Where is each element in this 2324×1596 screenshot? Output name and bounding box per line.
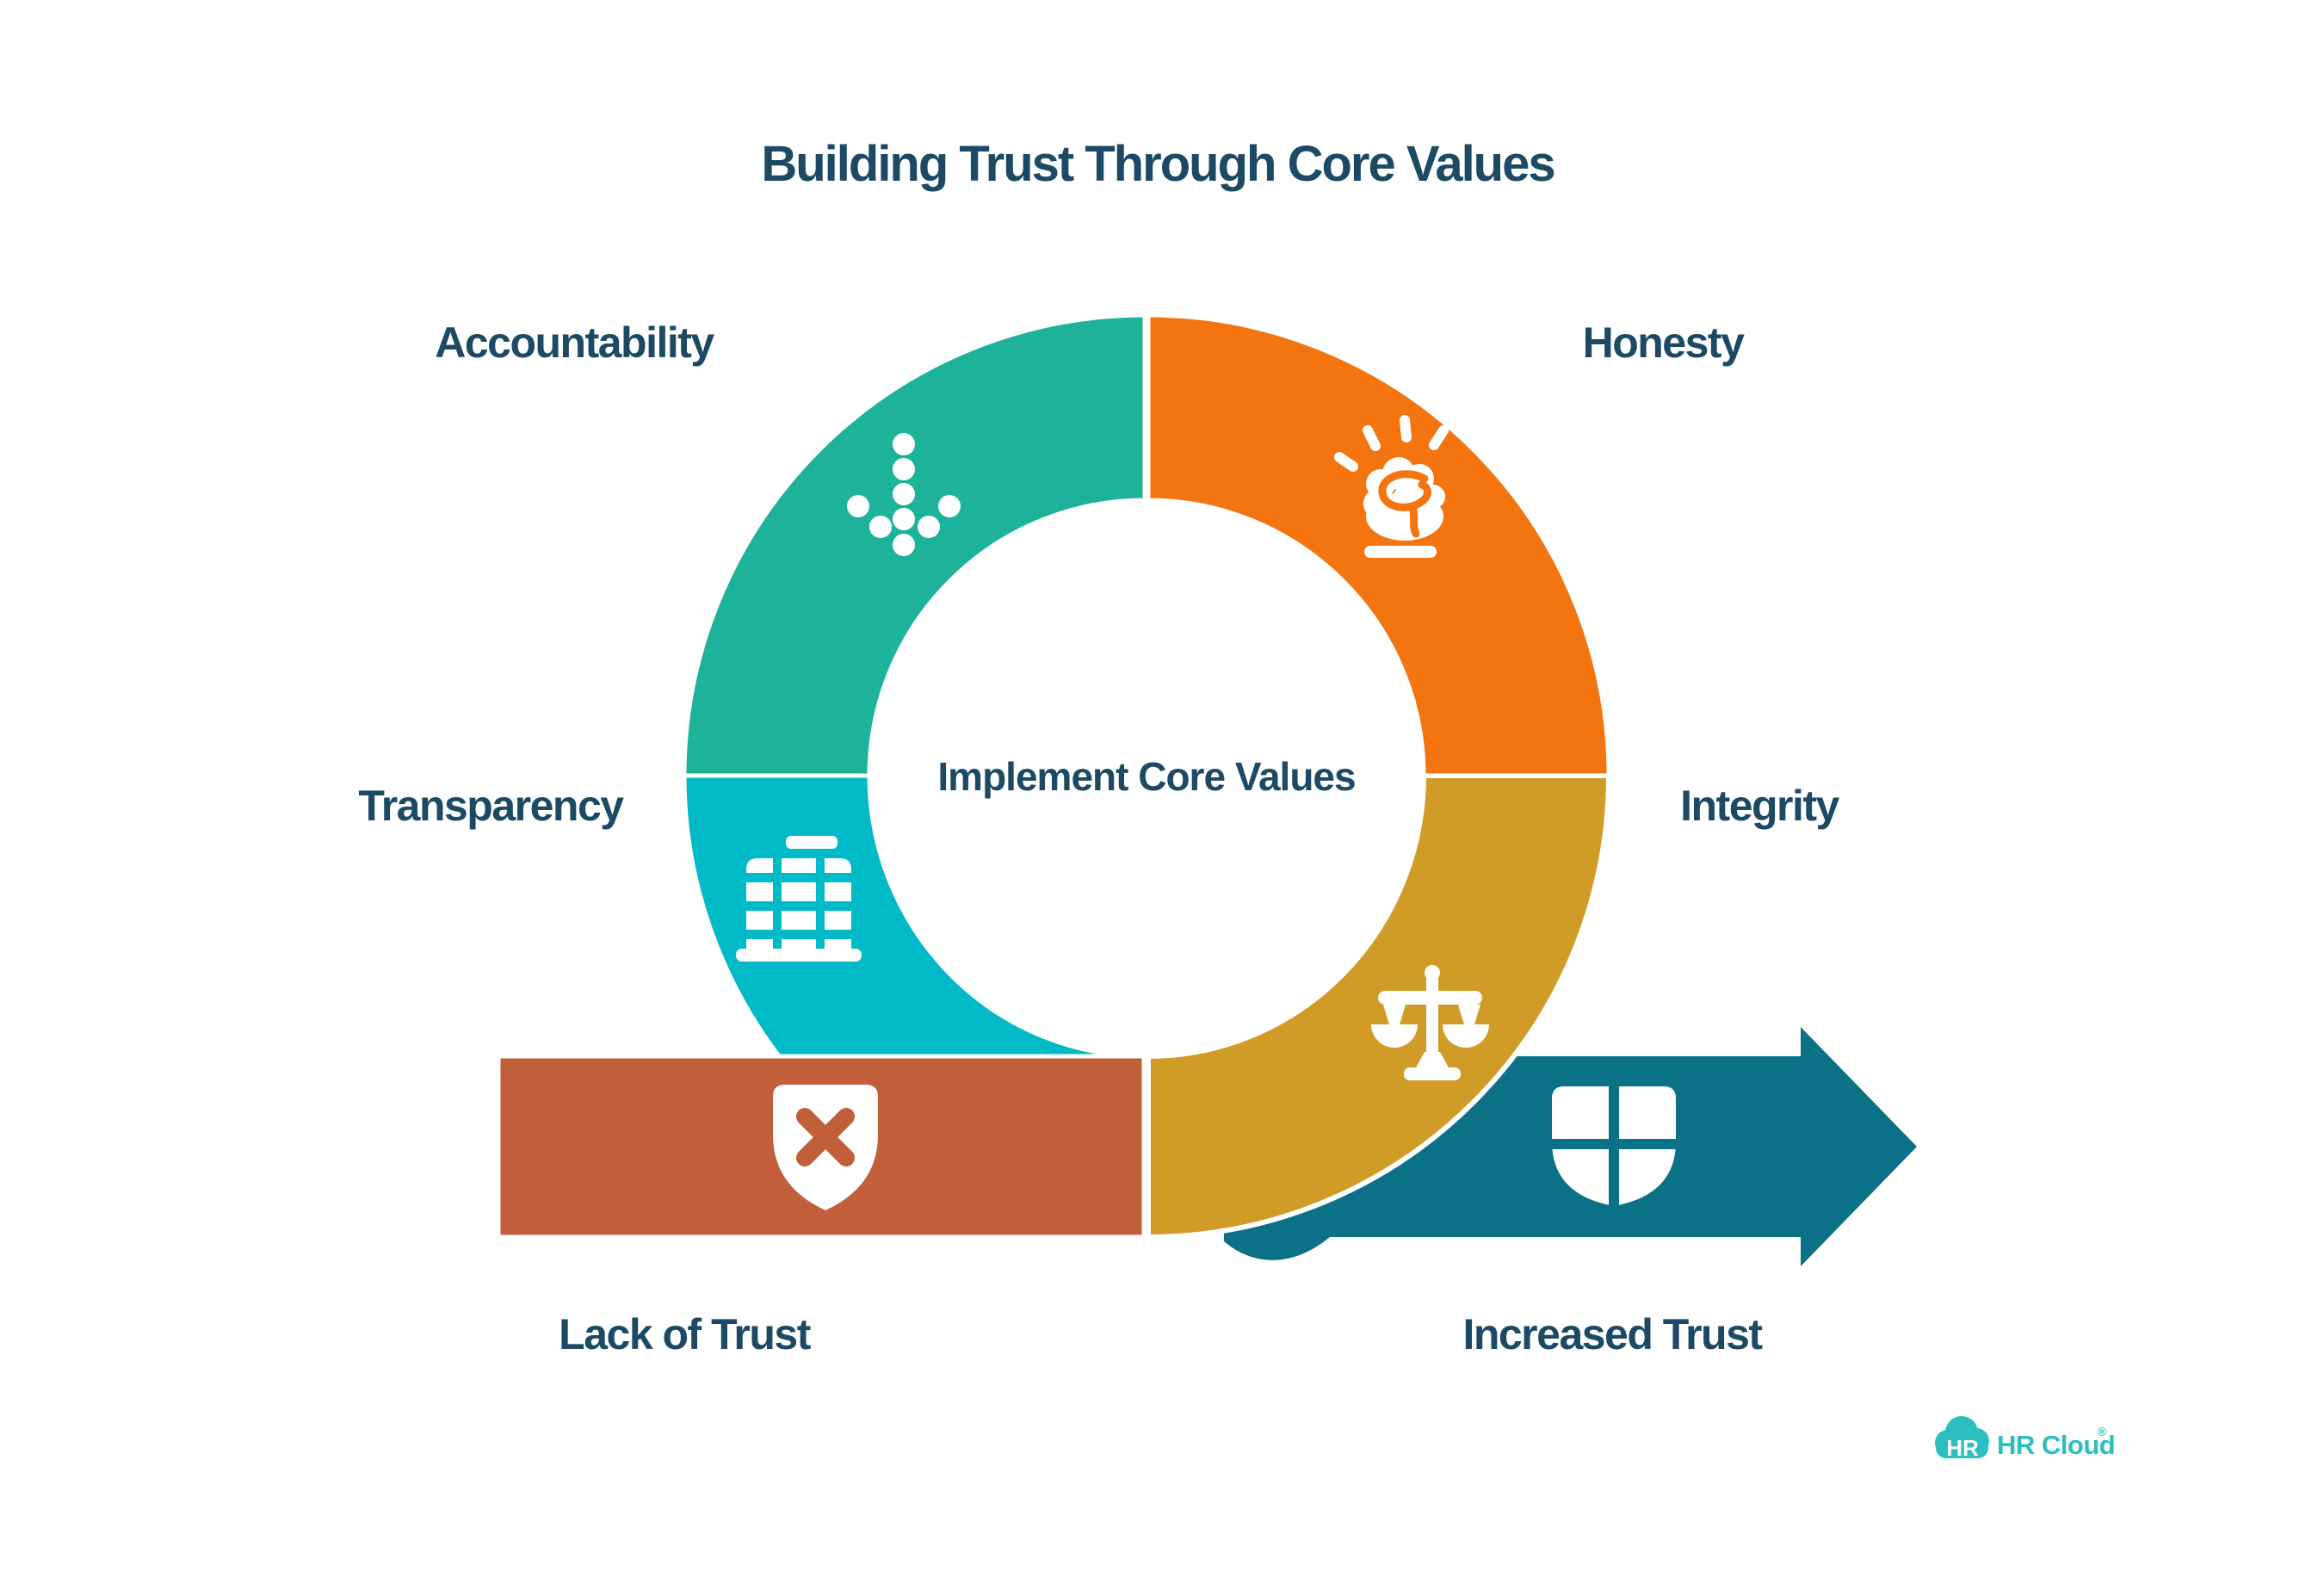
dotted-arrow-down-icon [847,433,961,556]
cloud-icon [1935,1416,1989,1458]
label-integrity: Integrity [1680,782,1839,830]
logo-name-text: HR Cloud [1997,1430,2115,1460]
shield-quarters-icon [1552,1086,1676,1206]
center-label: Implement Core Values [937,754,1355,799]
quadrant-honesty [1146,312,1611,778]
logo-badge-text: HR [1946,1435,1979,1461]
shield-x-icon [773,1085,878,1210]
office-building-icon [736,836,862,962]
logo-registered-mark: ® [2098,1425,2107,1438]
page-title: Building Trust Through Core Values [761,136,1554,192]
label-honesty: Honesty [1583,319,1745,367]
label-transparency: Transparency [358,782,624,830]
label-accountability: Accountability [435,319,714,367]
quadrant-integrity [1146,773,1612,1240]
label-lack-of-trust: Lack of Trust [559,1310,812,1358]
hr-cloud-logo: HR HR Cloud ® [1935,1416,2116,1461]
justice-scales-icon [1371,965,1489,1080]
label-increased-trust: Increased Trust [1462,1310,1763,1358]
enlightened-brain-icon [1334,415,1449,558]
